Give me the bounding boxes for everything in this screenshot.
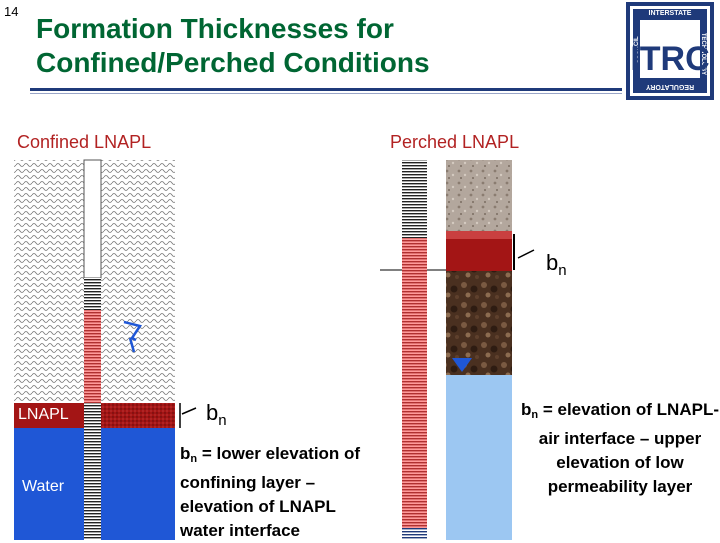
confined-diagram [14,159,197,540]
perched-heading: Perched LNAPL [390,132,520,152]
title-underline [30,88,622,91]
bn-label-confined: bn [206,400,227,429]
lnapl-label: LNAPL [18,406,69,423]
perched-water-layer [446,375,512,540]
logo-top-text: INTERSTATE [649,10,692,17]
bn-label-perched: bn [546,250,567,279]
lnapl-layer-right [101,403,175,428]
title-line-1: Formation Thicknesses for [36,13,394,44]
slide-number: 14 [4,4,19,19]
lightning-arrow [123,320,143,342]
confining-layer-left [14,160,84,403]
confined-heading: Confined LNAPL [17,132,152,152]
perched-well-screen [402,238,427,528]
title-underline-thin [30,93,622,94]
water-layer-left [14,428,84,540]
slide-title: Formation Thicknesses for Confined/Perch… [36,12,596,80]
itrc-logo: INTERSTATE REGULATORY TECHNOLOGY COUNCIL… [626,2,714,100]
perched-well-top [402,160,427,238]
perched-well-bottom [402,528,427,540]
well-casing [83,159,102,279]
upper-soil-layer [446,160,512,231]
perched-description: bn = elevation of LNAPL-air interface – … [520,400,719,496]
perched-diagram [380,160,535,540]
confining-layer-right [101,160,175,403]
lnapl-layer-left [14,403,84,428]
water-table-marker [452,358,472,372]
title-line-2: Confined/Perched Conditions [36,47,430,78]
logo-bottom-text: REGULATORY [646,83,694,90]
water-label: Water [22,478,65,495]
logo-right-text: TECHNOLOGY [700,33,706,75]
logo-left-text: COUNCIL [634,36,640,64]
well-lnapl [84,310,101,403]
confined-description: bn = lower elevation of confining layer … [180,444,361,540]
water-layer-right [101,428,175,540]
low-permeability-layer [446,271,512,375]
logo-main-text: ITRC [630,40,709,78]
